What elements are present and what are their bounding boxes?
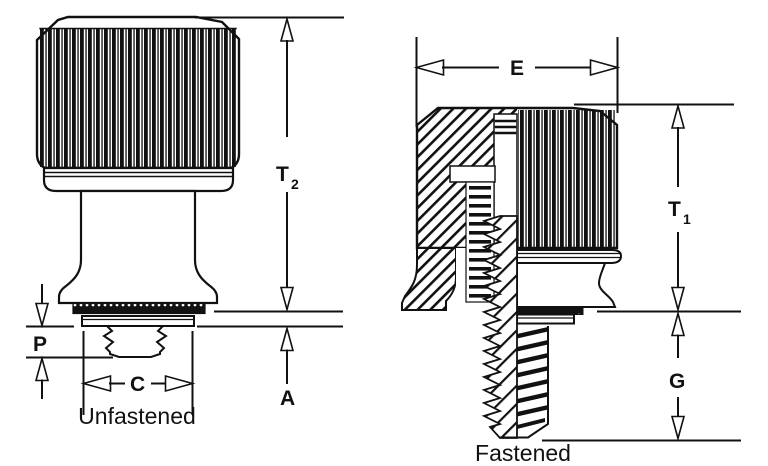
spring-coil — [469, 258, 491, 262]
knurled-knob — [35, 15, 241, 170]
unfastened-view: T 2 A P C — [26, 15, 344, 429]
spring-coil — [469, 267, 491, 271]
p-label: P — [33, 333, 47, 356]
spring-coil — [469, 222, 491, 226]
dimension-e: E — [413, 37, 621, 127]
t2-label: T — [276, 163, 289, 186]
arrow-left-icon — [413, 58, 445, 77]
t2-subscript: 2 — [291, 176, 299, 192]
spring-coil — [469, 276, 491, 280]
spring-coil — [469, 294, 491, 298]
t1-label: T — [668, 198, 681, 221]
unfastened-caption: Unfastened — [78, 403, 196, 429]
thread-shank-outline — [499, 326, 549, 439]
thread-crest — [517, 366, 548, 378]
thread-crest — [517, 392, 548, 404]
dimension-a: A — [197, 310, 343, 410]
thread-crest — [517, 379, 548, 391]
arrow-down-icon — [279, 286, 295, 313]
arrow-down-icon — [34, 302, 50, 329]
arrow-up-icon — [670, 310, 686, 337]
thread-crest — [517, 340, 548, 352]
knob-neck-flange — [516, 249, 623, 325]
knob-collar — [42, 166, 235, 193]
serrated-flange — [516, 306, 584, 315]
knurl-texture — [518, 110, 616, 248]
arrow-up-icon — [279, 15, 295, 42]
a-label: A — [280, 387, 295, 410]
serrated-flange — [72, 302, 206, 315]
spring-coil — [469, 240, 491, 244]
thread-crest — [517, 327, 548, 339]
thread-crest — [517, 353, 548, 365]
spring-coil — [469, 195, 491, 199]
e-label: E — [510, 57, 524, 80]
retainer-hatch — [401, 247, 457, 311]
t1-subscript: 1 — [683, 211, 691, 227]
screw-threads — [499, 326, 549, 439]
retainer-sleeve — [401, 247, 466, 311]
spring-coil — [469, 204, 491, 208]
fastened-view: E — [401, 37, 741, 466]
captive-washer — [81, 315, 195, 327]
c-label: C — [130, 373, 145, 396]
arrow-down-icon — [670, 286, 686, 313]
fastener-body — [57, 189, 219, 305]
dimension-t2: T 2 — [195, 15, 344, 313]
arrow-right-icon — [164, 374, 196, 393]
collar-outline — [42, 166, 235, 193]
knurl-texture — [39, 28, 237, 167]
skirt-outline — [516, 249, 623, 264]
fastened-caption: Fastened — [475, 440, 571, 466]
arrow-right-icon — [589, 58, 621, 77]
retainer-gap — [456, 248, 466, 302]
dimension-c: C — [80, 331, 196, 415]
thread-crest — [517, 405, 548, 417]
spring-coil — [469, 285, 491, 289]
spring-coil — [469, 231, 491, 235]
spring-coil — [469, 186, 491, 190]
arrow-up-icon — [670, 102, 686, 129]
captive-washer — [516, 313, 575, 325]
spring-coil — [469, 249, 491, 253]
washer-outline — [81, 315, 195, 327]
thread-crest — [517, 418, 545, 429]
spring — [465, 181, 495, 303]
arrow-left-icon — [80, 374, 112, 393]
dimension-g: G — [669, 310, 686, 442]
g-label: G — [669, 370, 685, 393]
neck-flange-outline — [516, 262, 617, 308]
spring-coil — [469, 213, 491, 217]
arrow-up-icon — [279, 325, 295, 352]
sectioned-head — [415, 106, 619, 250]
retainer-ledge — [449, 165, 496, 183]
dimension-p: P — [26, 284, 113, 399]
screw-section — [481, 215, 518, 439]
arrow-up-icon — [34, 355, 50, 382]
arrow-down-icon — [670, 415, 686, 442]
dimension-t1: T 1 — [574, 102, 734, 313]
screw-tip-stub — [102, 325, 168, 358]
